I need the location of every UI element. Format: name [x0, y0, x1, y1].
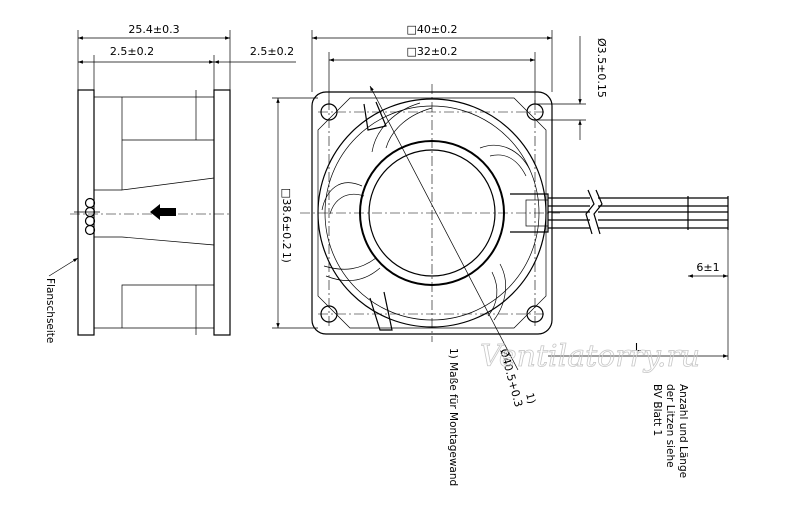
strut-top: [363, 101, 387, 131]
lead-length-dimension: L: [635, 341, 642, 354]
break-mark-right: [593, 189, 603, 235]
flange-side-label: Flanschseite: [44, 278, 56, 343]
cutout-diameter-note: 1): [523, 392, 537, 406]
break-mark-left: [585, 189, 595, 235]
mounting-note: 1) Maße für Montagewand: [447, 348, 459, 486]
blade-upper: [121, 97, 215, 191]
blade-lower: [121, 236, 215, 328]
front-view: □40±0.2 □32±0.2 Ø3.5±0.15 □38.6±0.2 1) Ø…: [272, 23, 729, 486]
fan-blades: [321, 102, 531, 321]
depth-dimension: 25.4±0.3: [128, 23, 179, 36]
wire-bundle: [84, 197, 96, 236]
mount-opening-note: 1): [280, 252, 292, 263]
lead-wires: [548, 189, 729, 235]
hole-diameter-dimension: Ø3.5±0.15: [595, 38, 608, 98]
right-flange: [213, 89, 231, 336]
mount-opening-dimension: □38.6±0.2: [280, 188, 293, 250]
wire-note-line2: der Litzen siehe: [664, 384, 676, 468]
wire-note-line1: Anzahl und Länge: [677, 384, 689, 478]
wire-note-line3: BV Blatt 1: [651, 384, 663, 436]
airflow-arrow: [150, 204, 176, 220]
frame-square-dimension: □40±0.2: [406, 23, 457, 36]
flange-left-dimension: 2.5±0.2: [110, 45, 154, 58]
venturi-outline: [317, 97, 547, 329]
hole-pitch-dimension: □32±0.2: [406, 45, 457, 58]
wire-strip-dimension: 6±1: [696, 261, 719, 274]
watermark: Ventilatorry.ru: [480, 339, 700, 374]
side-view: 25.4±0.3 2.5±0.2 2.5±0.2 Flanschseite: [44, 23, 296, 343]
flange-right-dimension: 2.5±0.2: [250, 45, 294, 58]
